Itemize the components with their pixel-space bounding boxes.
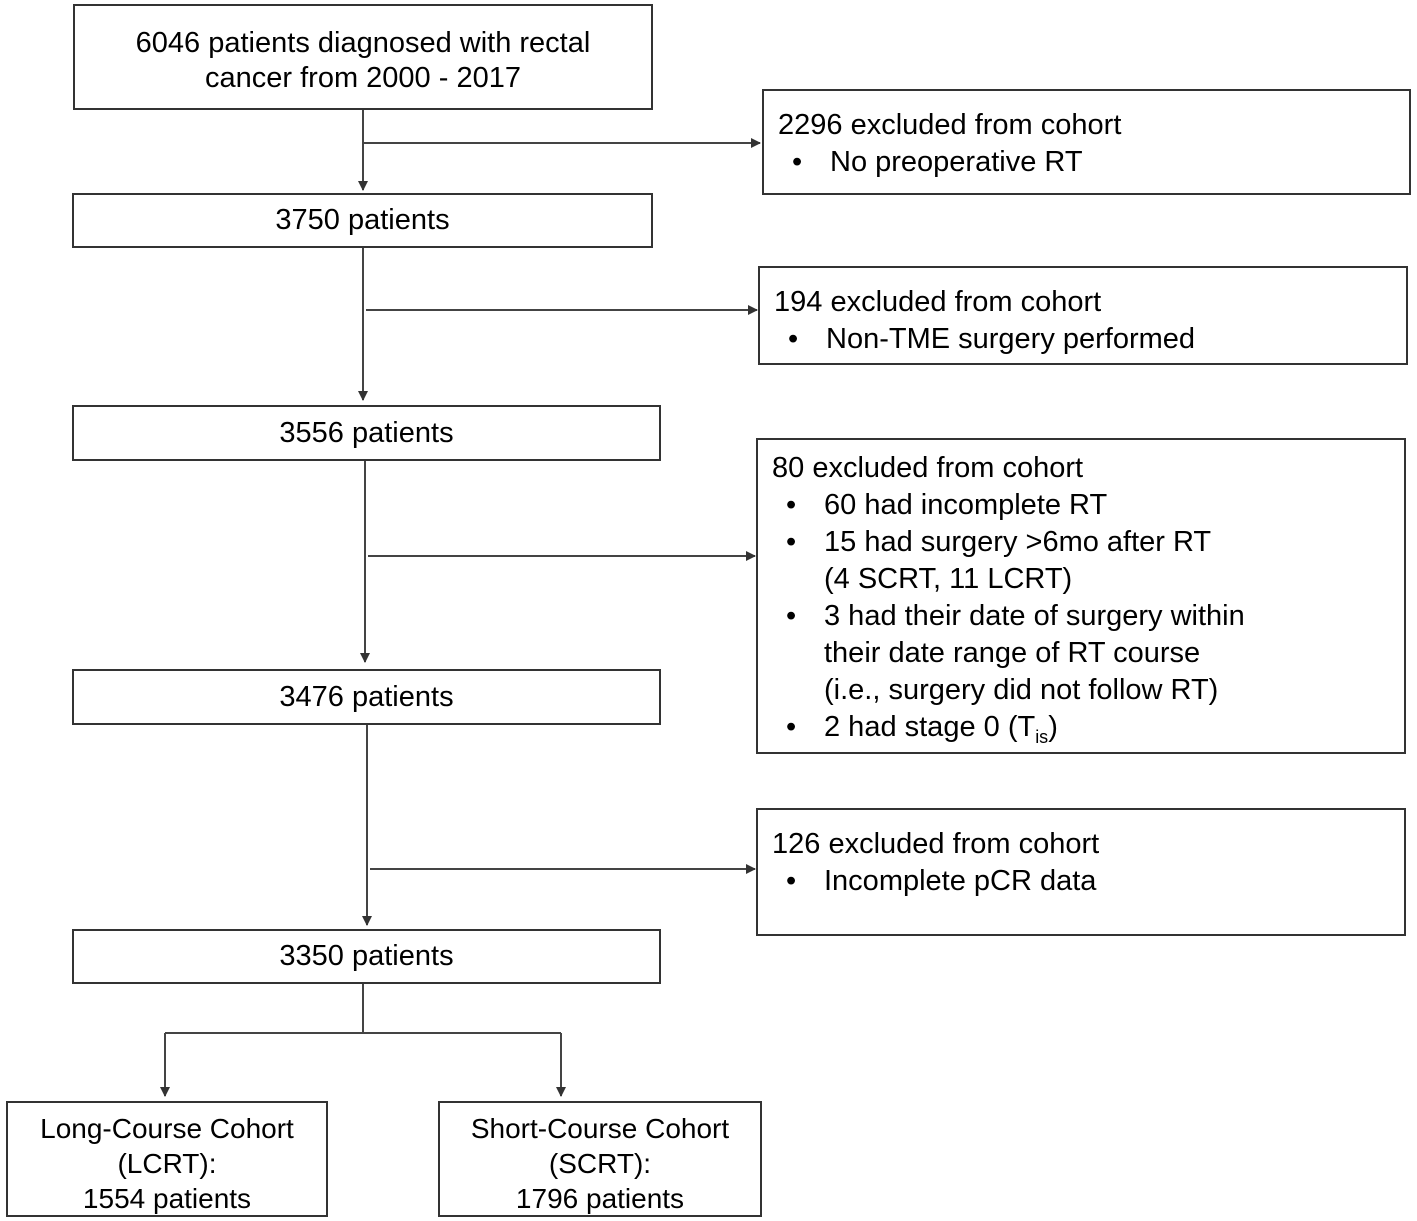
patients-3476-label: 3476 patients [279, 681, 454, 713]
exclusion-3-bullet-1: • 60 had incomplete RT [772, 487, 1404, 524]
patients-3476-box: 3476 patients [72, 669, 661, 725]
stage-subscript: is [1035, 726, 1049, 747]
exclusion-3-bullet-4: • 2 had stage 0 (Tis) [772, 709, 1404, 756]
short-cohort-title: Short-Course Cohort [470, 1113, 730, 1144]
exclusion-box-2: 194 excluded from cohort • Non-TME surge… [758, 266, 1408, 365]
exclusion-3-bullet-1-text: 60 had incomplete RT [824, 489, 1108, 521]
patients-3556-box: 3556 patients [72, 405, 661, 461]
bullet-symbol: • [786, 865, 797, 897]
exclusion-3-header: 80 excluded from cohort [772, 452, 1084, 484]
bullet-symbol: • [788, 323, 799, 355]
patients-3750-label: 3750 patients [275, 204, 450, 236]
exclusion-box-4: 126 excluded from cohort • Incomplete pC… [756, 808, 1406, 936]
bullet-symbol: • [786, 526, 797, 558]
patients-3750-box: 3750 patients [72, 193, 653, 248]
long-cohort-title: Long-Course Cohort [40, 1113, 294, 1144]
exclusion-box-3: 80 excluded from cohort • 60 had incompl… [756, 438, 1406, 754]
initial-patients-box: 6046 patients diagnosed with rectal canc… [73, 4, 653, 110]
patients-3350-box: 3350 patients [72, 929, 661, 984]
bullet-symbol: • [786, 600, 797, 632]
exclusion-box-1: 2296 excluded from cohort • No preoperat… [762, 89, 1411, 195]
exclusion-2-bullet: • Non-TME surgery performed [774, 321, 1406, 358]
initial-box-line-1: 6046 patients diagnosed with rectal [135, 27, 591, 59]
exclusion-2-header: 194 excluded from cohort [774, 286, 1102, 318]
exclusion-3-bullet-2: • 15 had surgery >6mo after RT (4 SCRT, … [772, 524, 1404, 598]
exclusion-3-bullet-2-line-1: 15 had surgery >6mo after RT [824, 526, 1212, 558]
patients-3350-label: 3350 patients [279, 940, 454, 972]
long-cohort-abbrev: (LCRT): [117, 1148, 217, 1179]
exclusion-1-bullet: • No preoperative RT [778, 144, 1409, 181]
exclusion-3-bullet-3-line-2: their date range of RT course [824, 637, 1201, 669]
exclusion-3-bullet-4-text: 2 had stage 0 (Tis) [824, 709, 1404, 756]
short-course-cohort-box: Short-Course Cohort (SCRT): 1796 patient… [438, 1101, 762, 1217]
initial-box-line-2: cancer from 2000 - 2017 [205, 62, 521, 94]
exclusion-4-bullet: • Incomplete pCR data [772, 863, 1404, 900]
bullet-symbol: • [786, 711, 797, 743]
bullet-symbol: • [792, 146, 803, 178]
long-course-cohort-box: Long-Course Cohort (LCRT): 1554 patients [6, 1101, 328, 1217]
exclusion-4-bullet-text: Incomplete pCR data [824, 865, 1097, 897]
bullet-symbol: • [786, 489, 797, 521]
long-cohort-count: 1554 patients [82, 1183, 252, 1214]
stage-text: 2 had stage 0 (T [824, 711, 1036, 743]
exclusion-3-bullet-3-line-1: 3 had their date of surgery within [824, 600, 1245, 632]
exclusion-3-bullet-3: • 3 had their date of surgery within the… [772, 598, 1404, 709]
exclusion-3-bullet-2-line-2: (4 SCRT, 11 LCRT) [824, 563, 1073, 595]
exclusion-4-header: 126 excluded from cohort [772, 828, 1100, 860]
patients-3556-label: 3556 patients [279, 417, 454, 449]
exclusion-3-bullet-3-line-3: (i.e., surgery did not follow RT) [824, 674, 1219, 706]
exclusion-2-bullet-text: Non-TME surgery performed [826, 323, 1196, 355]
stage-close: ) [1048, 711, 1058, 743]
short-cohort-abbrev: (SCRT): [548, 1148, 652, 1179]
exclusion-1-header: 2296 excluded from cohort [778, 109, 1122, 141]
short-cohort-count: 1796 patients [515, 1183, 685, 1214]
exclusion-1-bullet-text: No preoperative RT [830, 146, 1083, 178]
